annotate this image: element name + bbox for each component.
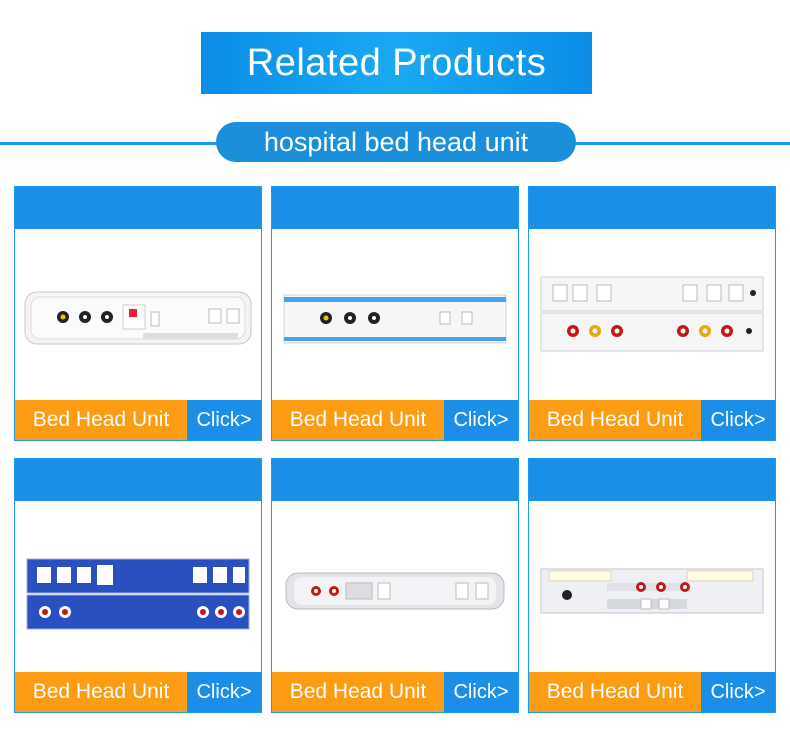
card-top-bar [529, 187, 775, 229]
card-top-bar [15, 459, 261, 501]
category-title: hospital bed head unit [263, 126, 529, 157]
bed-head-unit-image [26, 558, 250, 630]
related-products-banner: Related Products [201, 32, 592, 94]
click-button[interactable]: Click> [444, 400, 518, 440]
page-title: Related Products [246, 41, 547, 84]
click-button[interactable]: Click> [701, 672, 775, 712]
product-card-5[interactable]: Bed Head Unit Click> [271, 458, 519, 713]
click-button[interactable]: Click> [187, 400, 261, 440]
card-top-bar [272, 459, 518, 501]
product-card-4[interactable]: Bed Head Unit Click> [14, 458, 262, 713]
card-footer: Bed Head Unit Click> [272, 400, 518, 440]
click-button[interactable]: Click> [701, 400, 775, 440]
bed-head-unit-image [285, 572, 505, 610]
bed-head-unit-image [24, 291, 252, 345]
product-name[interactable]: Bed Head Unit [272, 672, 444, 712]
product-name[interactable]: Bed Head Unit [529, 672, 701, 712]
card-top-bar [272, 187, 518, 229]
product-card-3[interactable]: Bed Head Unit Click> [528, 186, 776, 441]
card-top-bar [529, 459, 775, 501]
bed-head-unit-image [283, 294, 507, 344]
click-button[interactable]: Click> [187, 672, 261, 712]
card-footer: Bed Head Unit Click> [15, 672, 261, 712]
card-footer: Bed Head Unit Click> [272, 672, 518, 712]
bed-head-unit-image [540, 568, 764, 614]
product-name[interactable]: Bed Head Unit [529, 400, 701, 440]
card-footer: Bed Head Unit Click> [529, 672, 775, 712]
card-footer: Bed Head Unit Click> [529, 400, 775, 440]
product-name[interactable]: Bed Head Unit [15, 672, 187, 712]
category-pill: hospital bed head unit [216, 122, 576, 162]
product-card-2[interactable]: Bed Head Unit Click> [271, 186, 519, 441]
card-footer: Bed Head Unit Click> [15, 400, 261, 440]
card-top-bar [15, 187, 261, 229]
bed-head-unit-image [540, 276, 764, 352]
click-button[interactable]: Click> [444, 672, 518, 712]
product-card-1[interactable]: Bed Head Unit Click> [14, 186, 262, 441]
product-name[interactable]: Bed Head Unit [15, 400, 187, 440]
product-name[interactable]: Bed Head Unit [272, 400, 444, 440]
product-card-6[interactable]: Bed Head Unit Click> [528, 458, 776, 713]
